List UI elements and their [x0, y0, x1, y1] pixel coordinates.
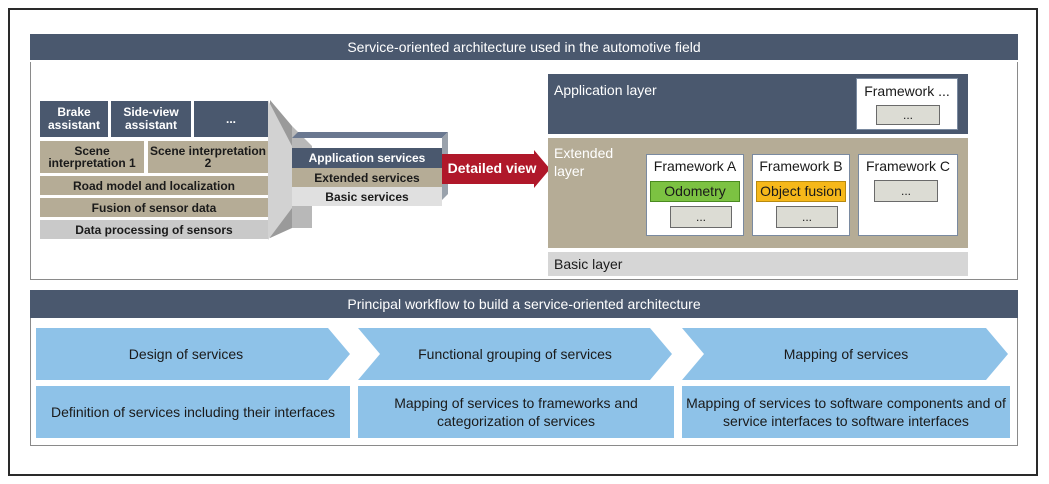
services-top-face — [292, 132, 448, 138]
basic-layer: Basic layer — [548, 252, 968, 276]
framework-a-dots: ... — [670, 206, 732, 228]
basic-layer-label: Basic layer — [554, 256, 623, 272]
fusion-box: Fusion of sensor data — [40, 198, 268, 217]
odometry-box: Odometry — [650, 181, 740, 202]
scene-interpretation-1-box: Scene interpretation 1 — [40, 141, 144, 173]
framework-a-label: Framework A — [653, 158, 737, 174]
object-fusion-box: Object fusion — [756, 181, 846, 202]
data-processing-box: Data processing of sensors — [40, 220, 268, 239]
workflow-step-3-description: Mapping of services to software componen… — [682, 386, 1010, 438]
extended-layer-label: Extended layer — [554, 145, 614, 179]
basic-services-box: Basic services — [292, 187, 442, 206]
detailed-view-arrow — [442, 150, 550, 188]
funnel-polygon — [268, 100, 292, 240]
extended-services-box: Extended services — [292, 168, 442, 187]
top-banner: Service-oriented architecture used in th… — [30, 34, 1018, 60]
framework-c-label: Framework C — [865, 158, 950, 174]
workflow-step-1-title: Design of services — [128, 346, 244, 362]
application-layer-label: Application layer — [554, 82, 657, 98]
framework-b-dots: ... — [776, 206, 838, 228]
workflow-banner: Principal workflow to build a service-or… — [30, 290, 1018, 318]
road-model-box: Road model and localization — [40, 176, 268, 195]
top-more-box: ... — [194, 101, 268, 137]
framework-c-dots: ... — [874, 180, 938, 202]
brake-assistant-box: Brake assistant — [40, 101, 108, 137]
framework-b-label: Framework B — [759, 158, 843, 174]
scene-interpretation-2-box: Scene interpretation 2 — [148, 141, 268, 173]
workflow-step-2-title: Functional grouping of services — [418, 346, 612, 362]
arrow-shape — [442, 150, 550, 188]
workflow-arrow-3 — [682, 328, 1008, 380]
workflow-step-3-title: Mapping of services — [783, 346, 909, 362]
detailed-view-label: Detailed view — [447, 160, 537, 176]
framework-top-dots: ... — [876, 105, 940, 125]
workflow-step-2-description: Mapping of services to frameworks and ca… — [358, 386, 674, 438]
workflow-arrows — [36, 328, 1008, 380]
workflow-step-1-description: Definition of services including their i… — [36, 386, 350, 438]
workflow-arrow-1 — [36, 328, 350, 380]
application-services-box: Application services — [292, 148, 442, 168]
workflow-arrow-2 — [358, 328, 672, 380]
framework-top-label: Framework ... — [864, 83, 950, 99]
side-view-assistant-box: Side-view assistant — [111, 101, 191, 137]
